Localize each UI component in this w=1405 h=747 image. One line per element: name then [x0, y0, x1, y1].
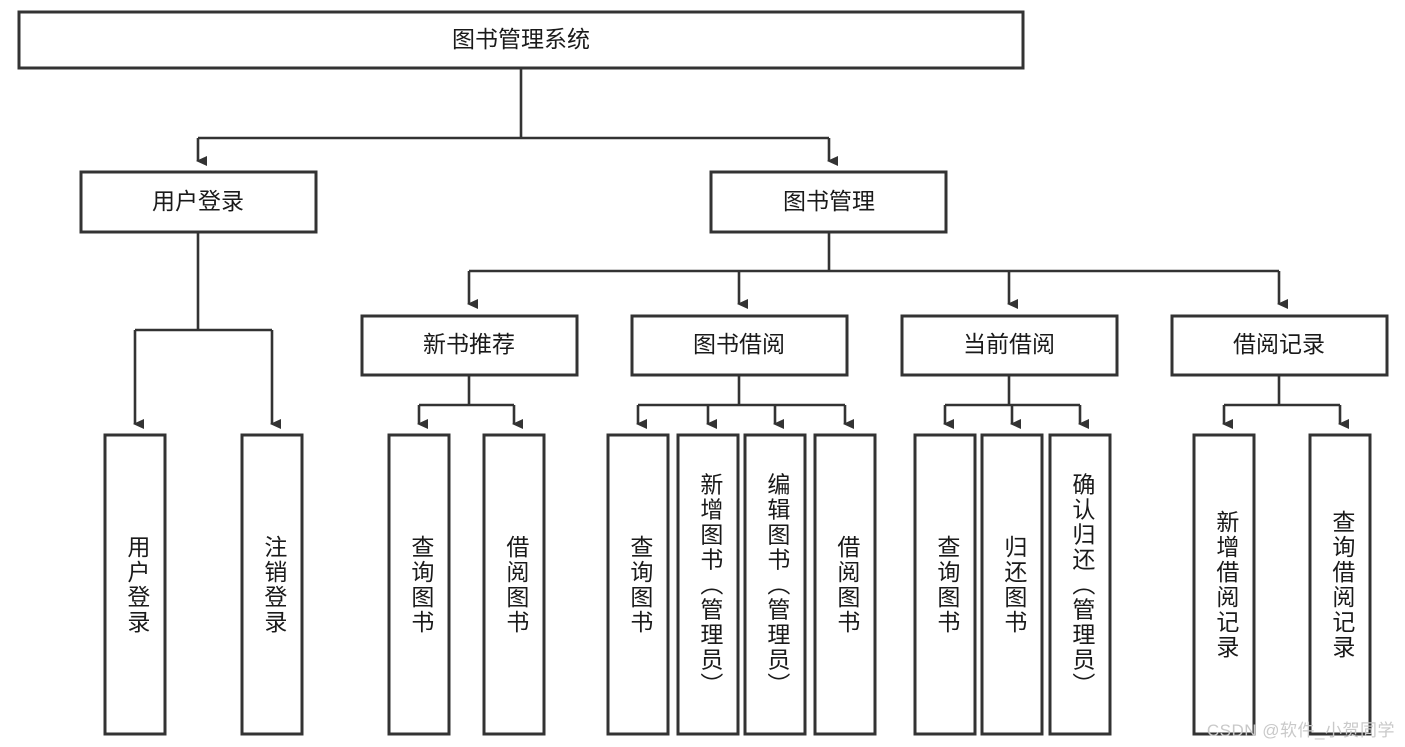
node-leaf-add-book-box [676, 433, 740, 736]
node-borrow-record[interactable]: 借阅记录 [1170, 314, 1389, 377]
edge-group-new-book-to-leaves [417, 375, 523, 429]
node-new-book-recommend[interactable]: 新书推荐 [360, 314, 579, 377]
node-leaf-user-login-label: 用户登录 [124, 535, 151, 635]
edge-group-book-borrow-to-leaves [636, 375, 854, 429]
node-root[interactable]: 图书管理系统 [17, 10, 1025, 70]
node-leaf-borrow-book-1-box [482, 433, 546, 736]
node-book-manage[interactable]: 图书管理 [709, 170, 948, 234]
node-leaf-query-record-box [1308, 433, 1372, 736]
node-leaf-return-book-box [980, 433, 1044, 736]
node-leaf-query-book-2-box [606, 433, 670, 736]
node-root-label: 图书管理系统 [452, 26, 590, 52]
node-leaf-edit-book-box [743, 433, 807, 736]
node-book-manage-label: 图书管理 [783, 188, 875, 214]
node-leaf-return-book[interactable]: 归还图书 [980, 433, 1044, 736]
node-leaf-user-logout-label: 注销登录 [261, 535, 288, 635]
node-leaf-borrow-book-1[interactable]: 借阅图书 [482, 433, 546, 736]
node-new-book-recommend-label: 新书推荐 [423, 331, 515, 357]
node-borrow-record-label: 借阅记录 [1233, 331, 1325, 357]
node-leaf-confirm-return[interactable]: 确认归还（管理员） [1048, 433, 1112, 736]
node-leaf-user-login[interactable]: 用户登录 [103, 433, 167, 736]
node-leaf-query-book-3-label: 查询图书 [934, 535, 961, 635]
node-leaf-confirm-return-box [1048, 433, 1112, 736]
node-leaf-borrow-book-2[interactable]: 借阅图书 [813, 433, 877, 736]
node-leaf-query-book-2[interactable]: 查询图书 [606, 433, 670, 736]
node-leaf-user-logout-box [240, 433, 304, 736]
edge-group-current-borrow-to-leaves [943, 375, 1089, 429]
node-leaf-add-book[interactable]: 新增图书（管理员） [676, 433, 740, 736]
edge-group-root-to-level1 [196, 68, 838, 166]
node-current-borrow-box [900, 314, 1119, 377]
node-leaf-edit-book[interactable]: 编辑图书（管理员） [743, 433, 807, 736]
node-leaf-confirm-return-label: 确认归还（管理员） [1069, 473, 1096, 698]
node-leaf-query-book-3[interactable]: 查询图书 [913, 433, 977, 736]
node-leaf-query-book-2-label: 查询图书 [627, 535, 654, 635]
node-leaf-query-book-1-box [387, 433, 451, 736]
node-book-borrow-label: 图书借阅 [693, 331, 785, 357]
node-leaf-add-record-label: 新增借阅记录 [1213, 510, 1240, 660]
node-root-box [17, 10, 1025, 70]
node-new-book-recommend-box [360, 314, 579, 377]
node-leaf-borrow-book-2-label: 借阅图书 [834, 535, 861, 635]
node-leaf-borrow-book-2-box [813, 433, 877, 736]
node-leaf-query-book-1[interactable]: 查询图书 [387, 433, 451, 736]
node-leaf-query-book-1-label: 查询图书 [408, 535, 435, 635]
node-leaf-query-record[interactable]: 查询借阅记录 [1308, 433, 1372, 736]
node-borrow-record-box [1170, 314, 1389, 377]
node-user-login-box [79, 170, 318, 234]
node-book-borrow[interactable]: 图书借阅 [630, 314, 849, 377]
node-book-manage-box [709, 170, 948, 234]
node-current-borrow-label: 当前借阅 [963, 331, 1055, 357]
node-leaf-add-record-box [1192, 433, 1256, 736]
node-leaf-edit-book-label: 编辑图书（管理员） [764, 473, 791, 698]
node-leaf-add-book-label: 新增图书（管理员） [697, 473, 724, 698]
node-leaf-query-book-3-box [913, 433, 977, 736]
edge-group-borrow-record-to-leaves [1222, 375, 1349, 429]
node-leaf-query-record-label: 查询借阅记录 [1329, 510, 1356, 660]
node-current-borrow[interactable]: 当前借阅 [900, 314, 1119, 377]
node-user-login-label: 用户登录 [152, 188, 244, 214]
node-leaf-borrow-book-1-label: 借阅图书 [503, 535, 530, 635]
edge-group-user-login-to-leaves [133, 232, 281, 429]
node-leaf-user-logout[interactable]: 注销登录 [240, 433, 304, 736]
node-user-login[interactable]: 用户登录 [79, 170, 318, 234]
node-leaf-return-book-label: 归还图书 [1001, 535, 1028, 635]
node-leaf-add-record[interactable]: 新增借阅记录 [1192, 433, 1256, 736]
node-leaf-user-login-box [103, 433, 167, 736]
edge-group-book-manage-to-level2 [467, 232, 1288, 309]
node-book-borrow-box [630, 314, 849, 377]
